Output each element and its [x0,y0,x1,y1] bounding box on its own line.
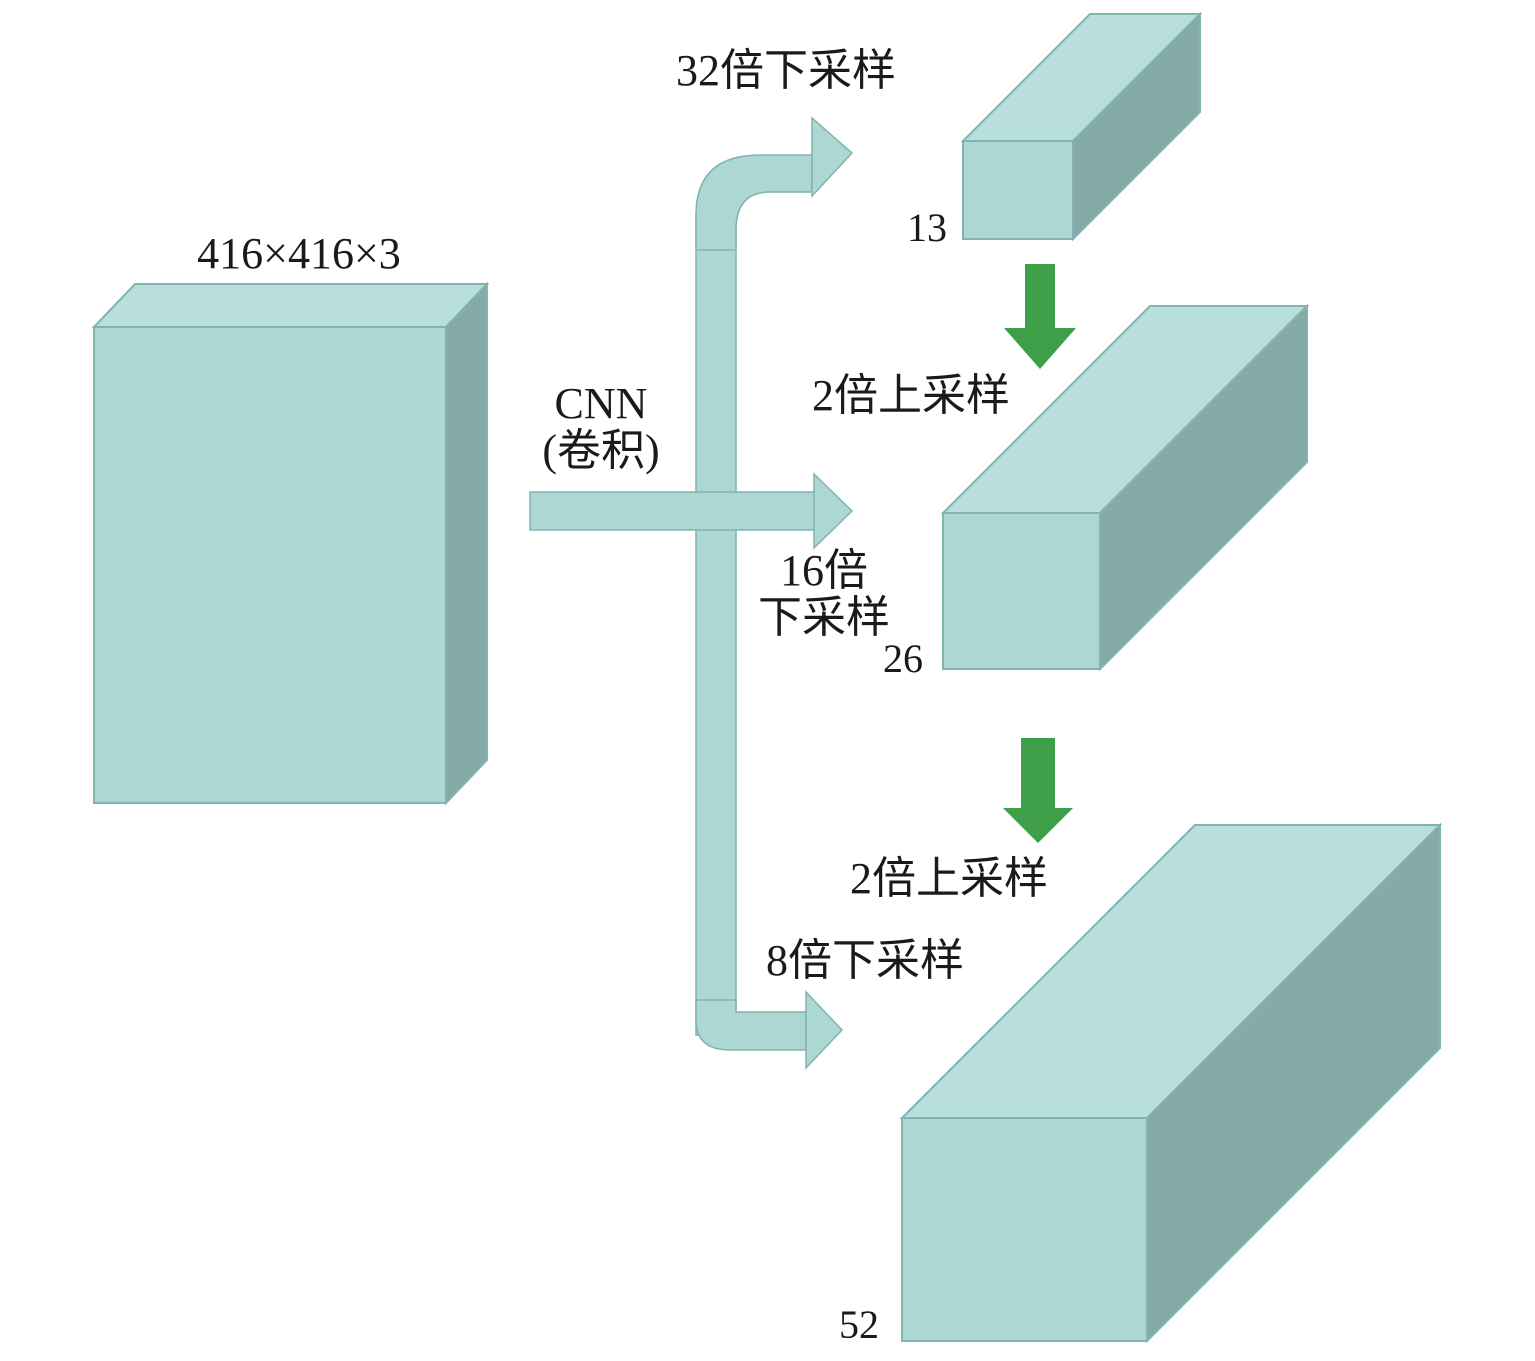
flow-arrow-8x-head [805,990,844,1070]
downsample-16x-label-line2: 下采样 [758,593,890,642]
scale-box-26-front [942,512,1101,670]
input-box-front [93,326,447,804]
input-box-top [91,283,490,328]
flow-arrow-16x-shaft [529,491,817,531]
flow-arrow-32x-head [811,116,854,198]
down-arrow-icon [1003,738,1073,843]
down-arrow-icon [1004,264,1076,369]
input-tensor-box [91,281,490,806]
input-box-side [445,281,488,806]
scale-13-label: 13 [907,205,947,250]
flow-arrow-stem [695,214,737,1036]
flow-arrow-8x-curve [695,999,807,1051]
scale-box-52-front [901,1117,1148,1342]
upsample-label-1: 2倍上采样 [812,371,1010,420]
downsample-32x-label: 32倍下采样 [676,46,896,95]
input-dims-label: 416×416×3 [197,229,401,278]
flow-arrows [529,116,854,1070]
backbone-label-line2: (卷积) [542,426,659,475]
downsample-16x-label-line1: 16倍 [780,546,868,595]
scale-box-26 [940,303,1310,672]
scale-box-52 [899,822,1443,1344]
flow-arrow-32x-curve [695,154,813,251]
scale-52-label: 52 [839,1302,879,1347]
scale-26-label: 26 [883,636,923,681]
flow-arrow-16x-head [813,472,854,550]
scale-box-13 [960,11,1203,242]
upsample-label-2: 2倍上采样 [850,854,1048,903]
scale-box-13-front [962,140,1074,240]
downsample-8x-label: 8倍下采样 [766,936,964,985]
backbone-label-line1: CNN [555,379,648,428]
